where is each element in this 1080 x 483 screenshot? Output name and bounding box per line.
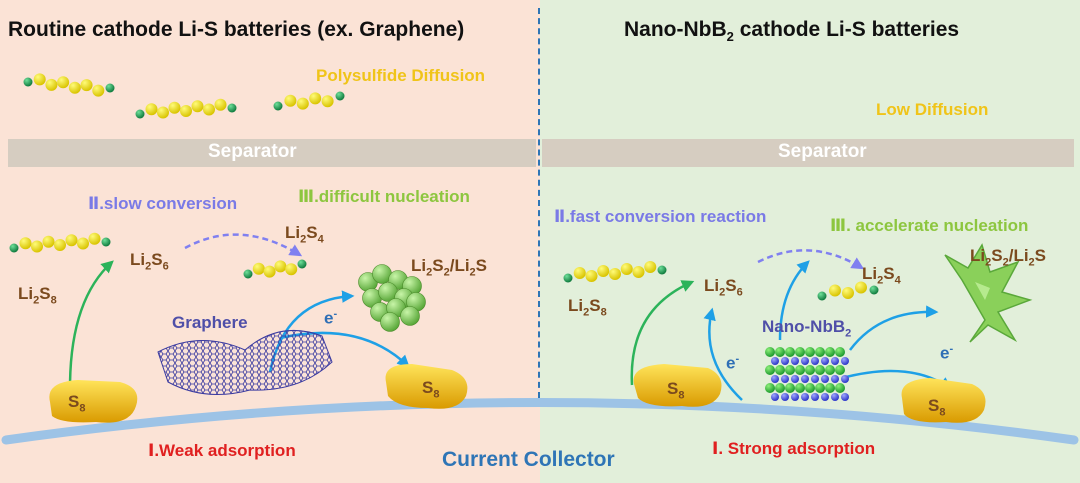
arrow-nb-to-li2s4-right bbox=[778, 260, 810, 341]
polysulfide-chains bbox=[9, 73, 879, 301]
low-diffusion-note: Low Diffusion bbox=[876, 100, 989, 119]
li2s-nucleus-cluster-left bbox=[358, 264, 426, 332]
li2s2-li2s-label-right: Li2S2/Li2S bbox=[970, 246, 1047, 269]
electron-label-left: e- bbox=[324, 308, 338, 328]
li2s8-label-left: Li2S8 bbox=[18, 284, 57, 307]
electron-label-right-b: e- bbox=[940, 343, 954, 363]
electron-label-right-a: e- bbox=[726, 353, 740, 373]
s8-label-left-a: S8 bbox=[68, 392, 86, 415]
s8-blob-left-a bbox=[49, 380, 138, 423]
current-collector-line bbox=[1, 398, 1079, 445]
separator-label-right: Separator bbox=[778, 141, 867, 162]
s8-blob-right-a bbox=[633, 364, 722, 407]
s8-blob-right-b bbox=[901, 378, 986, 423]
step3-accelerate-nucleation: Ⅲ. accelerate nucleation bbox=[830, 216, 1029, 235]
chain-li2s8-right bbox=[563, 261, 667, 283]
arrow-li2s6-to-li2s4-right bbox=[757, 249, 865, 270]
chain-top-left-2 bbox=[135, 98, 237, 119]
arrow-li2s8-to-li2s6-right bbox=[630, 280, 695, 386]
separator-band-left bbox=[8, 139, 536, 167]
chain-top-left-1 bbox=[23, 73, 115, 97]
current-collector-label: Current Collector bbox=[442, 448, 615, 471]
step1-strong-adsorption: Ⅰ. Strong adsorption bbox=[712, 439, 876, 458]
separator-label-left: Separator bbox=[208, 141, 297, 162]
nano-nbb2-label: Nano-NbB2 bbox=[762, 317, 852, 340]
step2-fast-conversion: Ⅱ.fast conversion reaction bbox=[554, 207, 767, 226]
chain-li2s4-right bbox=[817, 281, 879, 301]
li2s4-label-left: Li2S4 bbox=[285, 223, 324, 246]
chain-li2s4-left bbox=[243, 259, 307, 279]
graphene-label: Graphere bbox=[172, 313, 248, 332]
step1-weak-adsorption: Ⅰ.Weak adsorption bbox=[148, 441, 296, 460]
polysulfide-diffusion-note: Polysulfide Diffusion bbox=[316, 66, 486, 85]
li2s6-label-left: Li2S6 bbox=[130, 250, 169, 273]
arrow-li2s8-to-li2s6-left bbox=[68, 260, 114, 389]
s8-label-right-a: S8 bbox=[667, 379, 685, 402]
arrow-nb-to-li2s6-right bbox=[703, 307, 743, 401]
chain-top-left-3 bbox=[273, 91, 345, 111]
li2s8-label-right: Li2S8 bbox=[568, 296, 607, 319]
separator-band-right bbox=[542, 139, 1074, 167]
arrow-li2s6-to-li2s4-left bbox=[184, 233, 303, 257]
s8-label-left-b: S8 bbox=[422, 378, 440, 401]
li2s4-label-right: Li2S4 bbox=[862, 264, 901, 287]
step3-difficult-nucleation: Ⅲ.difficult nucleation bbox=[298, 187, 470, 206]
graphene-sheet bbox=[157, 330, 333, 395]
li2s6-label-right: Li2S6 bbox=[704, 276, 743, 299]
li2s-flower-nucleus-right bbox=[944, 243, 1033, 343]
step2-slow-conversion: Ⅱ.slow conversion bbox=[88, 194, 238, 213]
left-panel-title: Routine cathode Li-S batteries (ex. Grap… bbox=[8, 18, 465, 41]
s8-label-right-b: S8 bbox=[928, 396, 946, 419]
li2s2-li2s-label-left: Li2S2/Li2S bbox=[411, 256, 488, 279]
arrow-nb-to-nucleus-right bbox=[849, 305, 939, 351]
s8-blob-left-b bbox=[385, 364, 468, 409]
chain-li2s8-left bbox=[9, 232, 111, 253]
panel-divider bbox=[538, 8, 540, 398]
right-panel-title: Nano-NbB2 cathode Li-S batteries bbox=[624, 18, 960, 45]
nano-nbb2-crystal bbox=[765, 347, 849, 401]
